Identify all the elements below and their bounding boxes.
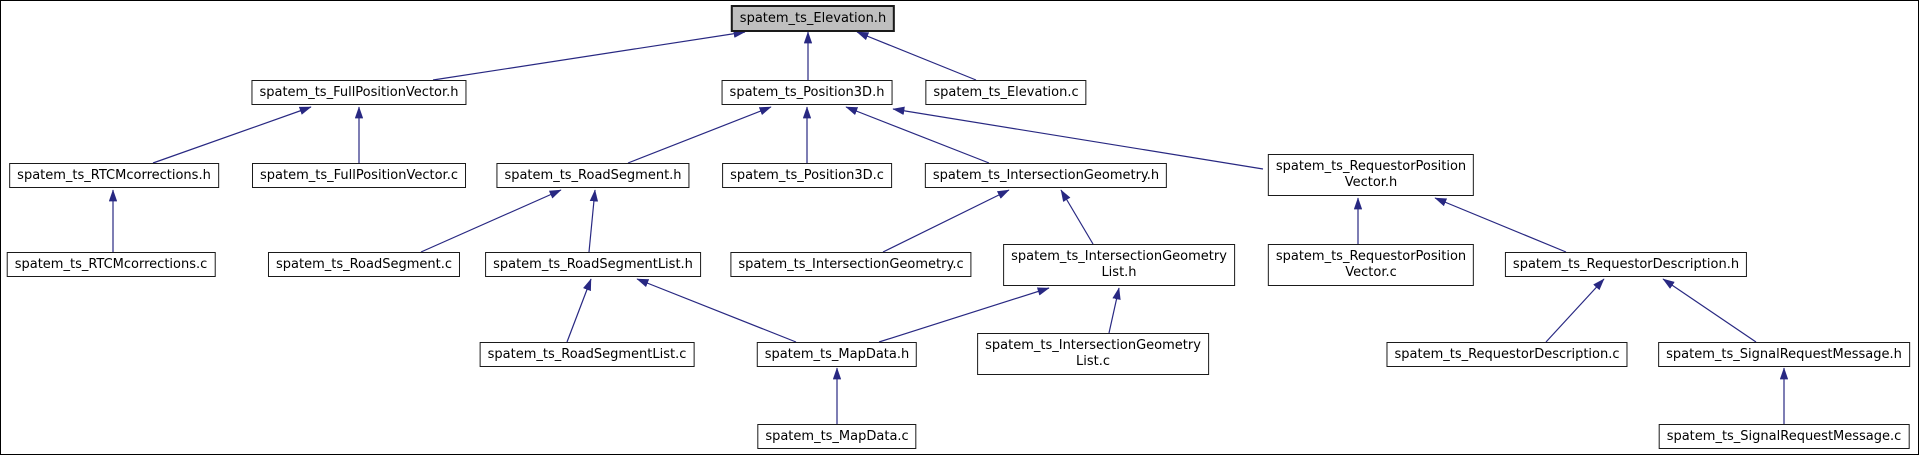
edge-full-position-vector-h-to-elevation-h	[432, 29, 746, 81]
edge-road-segment-c-to-road-segment-h	[420, 189, 562, 253]
graph-node-full-position-vector-h[interactable]: spatem_ts_FullPositionVector.h	[251, 80, 467, 105]
graph-node-road-segment-list-h[interactable]: spatem_ts_RoadSegmentList.h	[485, 252, 701, 277]
edge-road-segment-list-c-to-road-segment-list-h	[566, 278, 592, 343]
edge-road-segment-h-to-position3d-h	[627, 106, 772, 164]
graph-node-requestor-position-vector-h[interactable]: spatem_ts_RequestorPosition Vector.h	[1267, 154, 1475, 196]
graph-node-elevation-h: spatem_ts_Elevation.h	[730, 5, 896, 32]
graph-node-intersection-geometry-c[interactable]: spatem_ts_IntersectionGeometry.c	[730, 252, 972, 277]
graph-node-intersection-geometry-list-h[interactable]: spatem_ts_IntersectionGeometry List.h	[1003, 244, 1235, 286]
edge-requestor-description-h-to-requestor-position-vector-h	[1434, 197, 1567, 253]
edge-rtcm-corrections-h-to-full-position-vector-h	[152, 106, 312, 164]
graph-node-road-segment-h[interactable]: spatem_ts_RoadSegment.h	[496, 163, 690, 188]
edge-elevation-c-to-elevation-h	[856, 31, 977, 81]
graph-node-intersection-geometry-h[interactable]: spatem_ts_IntersectionGeometry.h	[924, 163, 1168, 188]
graph-node-rtcm-corrections-c[interactable]: spatem_ts_RTCMcorrections.c	[6, 252, 216, 277]
graph-node-signal-request-message-c[interactable]: spatem_ts_SignalRequestMessage.c	[1658, 424, 1910, 449]
edge-intersection-geometry-h-to-position3d-h	[845, 106, 990, 164]
graph-node-elevation-c[interactable]: spatem_ts_Elevation.c	[925, 80, 1087, 105]
graph-node-intersection-geometry-list-c[interactable]: spatem_ts_IntersectionGeometry List.c	[977, 333, 1209, 375]
edge-map-data-h-to-intersection-geometry-list-h	[878, 287, 1050, 343]
graph-node-map-data-c[interactable]: spatem_ts_MapData.c	[757, 424, 917, 449]
edge-requestor-description-c-to-requestor-description-h	[1545, 278, 1605, 343]
edge-intersection-geometry-list-c-to-intersection-geometry-list-h	[1108, 287, 1121, 334]
graph-node-map-data-h[interactable]: spatem_ts_MapData.h	[756, 342, 918, 367]
edge-intersection-geometry-list-h-to-intersection-geometry-h	[1060, 189, 1094, 245]
graph-node-position3d-h[interactable]: spatem_ts_Position3D.h	[721, 80, 893, 105]
graph-node-road-segment-c[interactable]: spatem_ts_RoadSegment.c	[267, 252, 461, 277]
graph-node-road-segment-list-c[interactable]: spatem_ts_RoadSegmentList.c	[479, 342, 695, 367]
edge-intersection-geometry-c-to-intersection-geometry-h	[882, 189, 1010, 253]
graph-node-position3d-c[interactable]: spatem_ts_Position3D.c	[722, 163, 892, 188]
graph-node-rtcm-corrections-h[interactable]: spatem_ts_RTCMcorrections.h	[9, 163, 219, 188]
edge-map-data-h-to-road-segment-list-h	[636, 278, 797, 343]
graph-node-requestor-description-h[interactable]: spatem_ts_RequestorDescription.h	[1504, 252, 1748, 277]
edge-signal-request-message-h-to-requestor-description-h	[1662, 278, 1757, 343]
graph-node-requestor-position-vector-c[interactable]: spatem_ts_RequestorPosition Vector.c	[1267, 244, 1475, 286]
graph-node-requestor-description-c[interactable]: spatem_ts_RequestorDescription.c	[1386, 342, 1628, 367]
edge-road-segment-list-h-to-road-segment-h	[588, 189, 599, 253]
graph-node-signal-request-message-h[interactable]: spatem_ts_SignalRequestMessage.h	[1658, 342, 1910, 367]
graph-node-full-position-vector-c[interactable]: spatem_ts_FullPositionVector.c	[252, 163, 466, 188]
edge-requestor-position-vector-h-to-position3d-h	[892, 106, 1264, 170]
